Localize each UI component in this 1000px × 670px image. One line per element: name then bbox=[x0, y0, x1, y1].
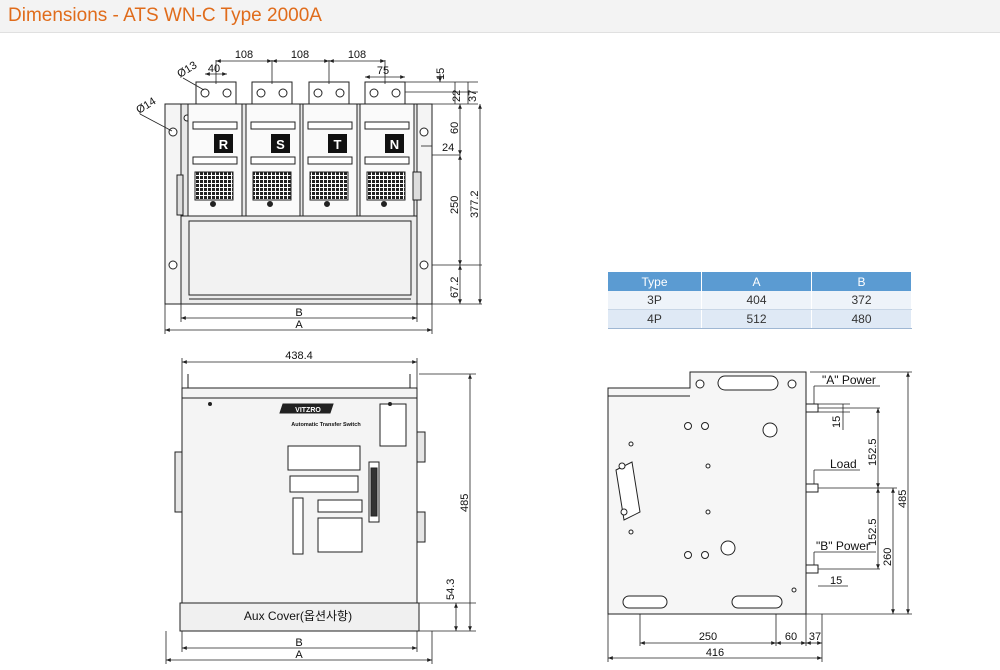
panel-brand-label: VITZRO bbox=[295, 407, 321, 414]
phase-label-s: S bbox=[276, 137, 285, 152]
pole-modules bbox=[187, 103, 415, 217]
table-cell: 480 bbox=[811, 309, 912, 329]
dim-416: 416 bbox=[706, 647, 724, 659]
table-header-b: B bbox=[811, 272, 912, 291]
dim-108-a: 108 bbox=[235, 49, 253, 61]
dim-60-side: 60 bbox=[785, 631, 797, 643]
dim-260: 260 bbox=[882, 548, 894, 566]
table-row: 4P 512 480 bbox=[608, 309, 912, 329]
dim-60: 60 bbox=[449, 122, 461, 134]
a-power-label: "A" Power bbox=[822, 373, 876, 387]
table-cell: 512 bbox=[701, 309, 812, 329]
dim-b-15: 15 bbox=[830, 575, 842, 587]
table-row: 3P 404 372 bbox=[608, 291, 912, 310]
dim-75: 75 bbox=[377, 65, 389, 77]
dim-37: 37 bbox=[467, 90, 479, 102]
terminal-bars bbox=[195, 81, 406, 105]
panel-view-text: VITZRO Automatic Transfer Switch Aux Cov… bbox=[244, 407, 361, 623]
dim-250-side: 250 bbox=[699, 631, 717, 643]
dim-hole-14: Ø14 bbox=[134, 95, 158, 116]
dim-40: 40 bbox=[208, 63, 220, 75]
phase-badges: R S T N bbox=[214, 134, 404, 153]
dim-377: 377.2 bbox=[469, 190, 481, 218]
dim-485-side: 485 bbox=[897, 490, 909, 508]
mounting-holes bbox=[168, 114, 429, 270]
table-cell: 4P bbox=[608, 309, 702, 329]
table-header-a: A bbox=[701, 272, 812, 291]
dim-a-front: A bbox=[295, 319, 303, 331]
panel-dimension-text: 438.4 485 54.3 B A bbox=[285, 350, 471, 661]
dim-485-panel: 485 bbox=[459, 494, 471, 512]
side-dimension-lines bbox=[607, 371, 912, 662]
dim-hole-13: Ø13 bbox=[175, 59, 199, 80]
dim-b-panel: B bbox=[295, 637, 302, 649]
dim-a-15: 15 bbox=[831, 416, 843, 428]
panel-view bbox=[174, 374, 426, 632]
dim-22: 22 bbox=[451, 90, 463, 102]
side-dimension-text: "A" Power Load "B" Power 15 152.5 152.5 … bbox=[699, 373, 909, 659]
dim-108-b: 108 bbox=[291, 49, 309, 61]
b-power-label: "B" Power bbox=[816, 539, 870, 553]
phase-label-t: T bbox=[334, 137, 342, 152]
dim-250: 250 bbox=[449, 196, 461, 214]
table-cell: 3P bbox=[608, 291, 702, 310]
dim-24: 24 bbox=[442, 142, 454, 154]
dim-438: 438.4 bbox=[285, 350, 313, 362]
page-title: Dimensions - ATS WN-C Type 2000A bbox=[8, 5, 322, 26]
dim-152-b: 152.5 bbox=[867, 518, 879, 546]
dim-54: 54.3 bbox=[445, 579, 457, 600]
type-dimension-table: Type A B 3P 404 372 4P 512 480 bbox=[608, 272, 912, 329]
table-cell: 372 bbox=[811, 291, 912, 310]
panel-subtitle-label: Automatic Transfer Switch bbox=[291, 422, 361, 428]
phase-label-r: R bbox=[219, 137, 229, 152]
dim-108-c: 108 bbox=[348, 49, 366, 61]
dim-152-a: 152.5 bbox=[867, 438, 879, 466]
side-view bbox=[607, 371, 819, 615]
phase-label-n: N bbox=[390, 137, 399, 152]
dim-15: 15 bbox=[435, 68, 447, 80]
table-cell: 404 bbox=[701, 291, 812, 310]
dim-37-side: 37 bbox=[809, 631, 821, 643]
aux-cover-label: Aux Cover(옵션사항) bbox=[244, 609, 352, 623]
load-label: Load bbox=[830, 457, 857, 471]
panel-dimension-lines bbox=[165, 358, 476, 664]
table-header-type: Type bbox=[608, 272, 702, 291]
dim-67: 67.2 bbox=[449, 277, 461, 298]
title-bar: Dimensions - ATS WN-C Type 2000A bbox=[0, 0, 1000, 33]
front-view bbox=[164, 81, 433, 305]
dim-a-panel: A bbox=[295, 649, 303, 661]
front-dimension-lines bbox=[139, 59, 482, 334]
dim-b-front: B bbox=[295, 307, 302, 319]
